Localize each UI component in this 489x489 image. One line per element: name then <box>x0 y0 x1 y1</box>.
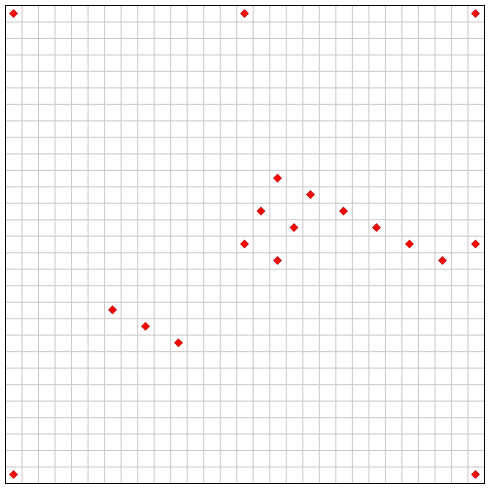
marker-diamond[interactable] <box>9 470 18 479</box>
marker-diamond[interactable] <box>339 206 348 216</box>
marker-diamond[interactable] <box>240 239 249 249</box>
marker-diamond[interactable] <box>9 9 18 18</box>
marker-diamond[interactable] <box>471 9 480 18</box>
marker-diamond[interactable] <box>256 206 266 216</box>
marker-diamond[interactable] <box>438 256 447 265</box>
marker-diamond[interactable] <box>273 256 282 265</box>
marker-diamond[interactable] <box>306 190 315 200</box>
marker-layer <box>9 9 480 479</box>
marker-diamond[interactable] <box>289 223 299 232</box>
marker-diamond[interactable] <box>471 470 480 479</box>
marker-diamond[interactable] <box>273 173 282 183</box>
grid-lines <box>5 5 485 484</box>
marker-diamond[interactable] <box>240 9 249 18</box>
marker-diamond[interactable] <box>471 239 480 249</box>
marker-diamond[interactable] <box>174 338 183 348</box>
marker-diamond[interactable] <box>405 239 414 249</box>
marker-diamond[interactable] <box>108 305 117 315</box>
marker-diamond[interactable] <box>372 223 381 232</box>
marker-diamond[interactable] <box>141 321 150 331</box>
canvas-border <box>5 5 485 484</box>
